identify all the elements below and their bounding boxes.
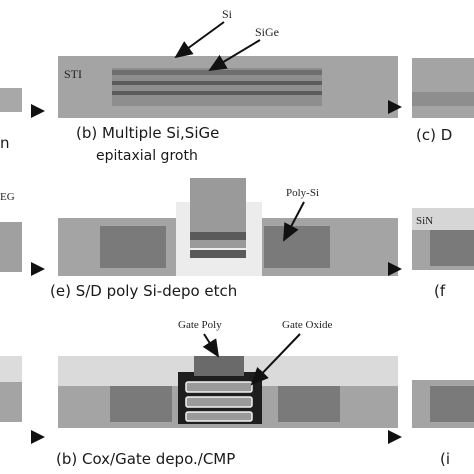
label-sige: SiGe bbox=[255, 25, 279, 39]
panel-c-partial bbox=[412, 58, 474, 118]
caption-i-partial: (i bbox=[440, 450, 450, 468]
panel-a-partial bbox=[0, 88, 22, 112]
caption-b-line2: epitaxial groth bbox=[96, 148, 198, 164]
label-si: Si bbox=[222, 7, 233, 21]
flow-arrow-g-h bbox=[31, 430, 45, 444]
label-gate-poly: Gate Poly bbox=[178, 319, 222, 331]
pointer-arrow-gate-oxide bbox=[250, 333, 301, 386]
flow-arrow-d-e bbox=[31, 262, 45, 276]
caption-a-partial: n bbox=[0, 134, 10, 152]
caption-f-partial: (f bbox=[434, 282, 446, 300]
label-gate-oxide: Gate Oxide bbox=[282, 319, 333, 331]
panel-i-partial bbox=[412, 380, 474, 428]
flow-arrow-b-c bbox=[388, 100, 402, 114]
flow-arrow-h-i bbox=[388, 430, 402, 444]
flow-arrow-a-b bbox=[31, 104, 45, 118]
panel-g-partial bbox=[0, 356, 22, 422]
panel-e bbox=[58, 178, 398, 276]
panel-f-partial bbox=[412, 208, 474, 270]
flow-arrow-e-f bbox=[388, 262, 402, 276]
label-sti: STI bbox=[64, 67, 82, 81]
caption-h: (b) Cox/Gate depo./CMP bbox=[56, 450, 235, 468]
label-eg: EG bbox=[0, 191, 15, 203]
caption-b-line1: (b) Multiple Si,SiGe bbox=[76, 124, 219, 142]
panel-h bbox=[58, 356, 398, 428]
label-sin: SiN bbox=[416, 215, 433, 227]
panel-b bbox=[58, 56, 398, 118]
pointer-arrow-si bbox=[174, 21, 225, 59]
caption-e: (e) S/D poly Si-depo etch bbox=[50, 282, 237, 300]
panel-d-partial bbox=[0, 222, 22, 272]
pointer-arrow-gate-poly bbox=[202, 333, 220, 358]
caption-c-partial: (c) D bbox=[416, 126, 452, 144]
pointer-arrow-sige bbox=[208, 39, 261, 72]
label-poly-si: Poly-Si bbox=[286, 187, 319, 199]
pointer-arrow-poly-si bbox=[283, 201, 305, 242]
